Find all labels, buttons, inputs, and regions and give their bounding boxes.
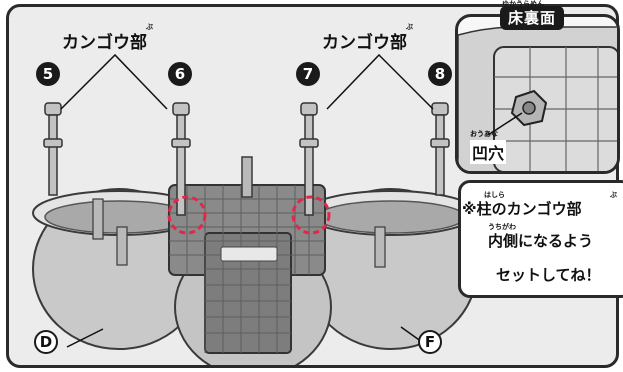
inset-title-ruby: ゆかうらめん [502, 0, 544, 8]
floor-underside-illustration [458, 26, 617, 171]
callout-label-left: カンゴウ部 [62, 33, 147, 53]
note-box [458, 180, 623, 298]
note-ruby-bu: ぶ [610, 191, 617, 199]
letter-badge-d: D [34, 330, 58, 354]
note-line-2: 内側になるよう [488, 232, 594, 250]
number-badge-8: 8 [428, 62, 452, 86]
ruby-bu-right: ぶ [406, 23, 413, 31]
note-line-1: ※柱のカンゴウ部 [462, 200, 582, 218]
furniture-illustration [32, 53, 478, 365]
number-badge-7: 7 [296, 62, 320, 86]
note-line-3: セットしてね！ [496, 266, 601, 284]
number-badge-6: 6 [168, 62, 192, 86]
letter-badge-f: F [418, 330, 442, 354]
number-badge-5: 5 [36, 62, 60, 86]
note-ruby-hashira: はしら [484, 191, 505, 199]
callout-label-right: カンゴウ部 [322, 33, 407, 53]
hole-ruby: おうあな [470, 130, 498, 138]
inset-title: 床裏面 [500, 6, 565, 30]
highlight-circle-left [167, 195, 207, 235]
highlight-circle-right [291, 195, 331, 235]
note-ruby-uchigawa: うちがわ [488, 223, 516, 231]
hole-label: 凹穴 [470, 140, 507, 164]
ruby-bu-left: ぶ [146, 23, 153, 31]
